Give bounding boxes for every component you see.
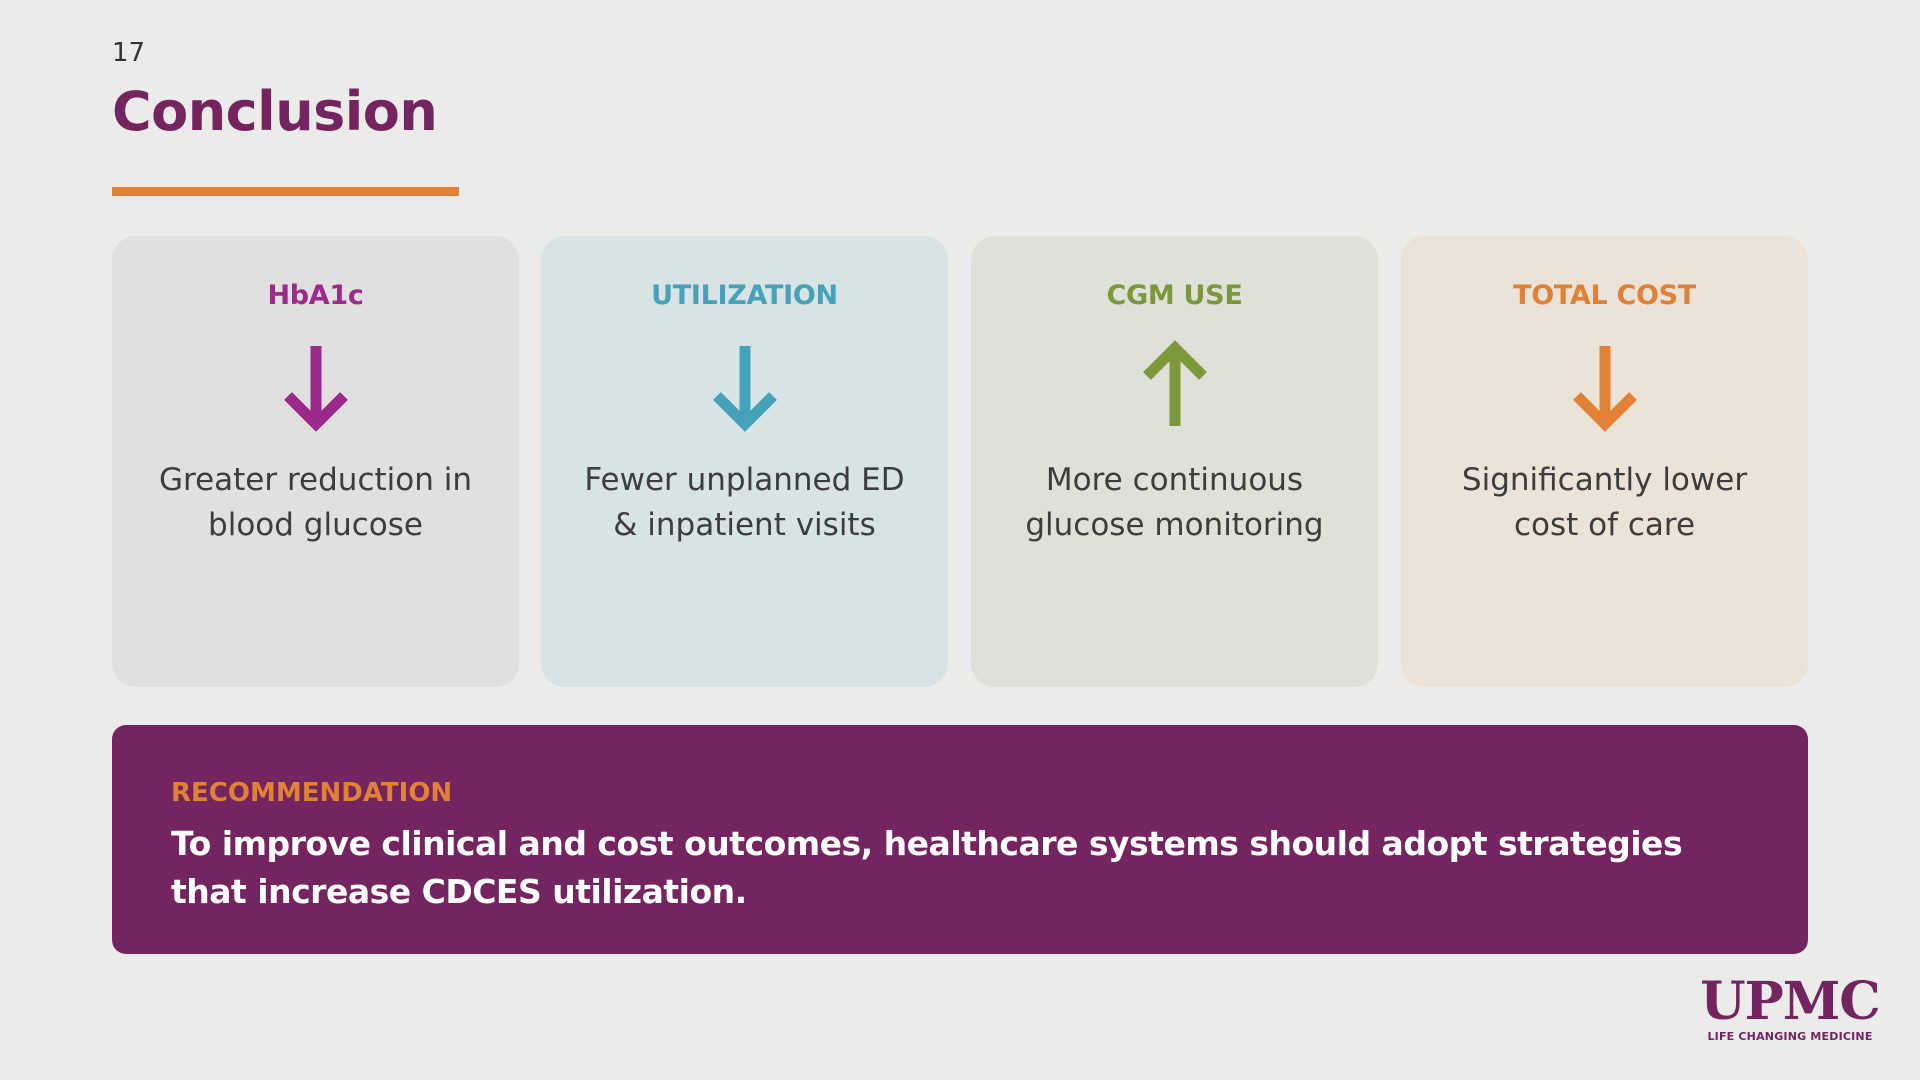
upmc-logo: UPMC LIFE CHANGING MEDICINE: [1700, 971, 1880, 1044]
card-text-line: Fewer unplanned ED: [584, 462, 905, 498]
arrow-down-icon: [283, 346, 348, 432]
title-underline: [112, 187, 459, 196]
card-text-line: glucose monitoring: [1025, 507, 1324, 543]
recommendation-label: RECOMMENDATION: [171, 778, 453, 808]
logo-tagline: LIFE CHANGING MEDICINE: [1707, 1030, 1873, 1043]
card-title: HbA1c: [267, 280, 364, 311]
page-title: Conclusion: [112, 80, 438, 143]
card-text-line: cost of care: [1513, 507, 1696, 543]
card-text-line: & inpatient visits: [613, 507, 876, 543]
card-title: UTILIZATION: [651, 280, 838, 311]
card-text-line: Greater reduction in: [159, 462, 472, 498]
arrow-up-icon: [1142, 340, 1207, 426]
card-total-cost: TOTAL COST Significantly lower cost of c…: [1401, 236, 1808, 687]
card-text: Greater reduction in blood glucose: [132, 458, 499, 548]
logo-wordmark: UPMC: [1700, 971, 1880, 1032]
arrow-down-icon: [1572, 346, 1637, 432]
card-title: TOTAL COST: [1513, 280, 1696, 311]
card-text-line: blood glucose: [208, 507, 423, 543]
card-utilization: UTILIZATION Fewer unplanned ED & inpatie…: [541, 236, 948, 687]
summary-cards: HbA1c Greater reduction in blood glucose…: [112, 236, 1808, 687]
card-text: Fewer unplanned ED & inpatient visits: [561, 458, 928, 548]
card-text-line: Significantly lower: [1461, 462, 1748, 498]
card-text: More continuous glucose monitoring: [991, 458, 1358, 548]
card-text: Significantly lower cost of care: [1421, 458, 1788, 548]
slide-number: 17: [112, 38, 146, 68]
card-text-line: More continuous: [1045, 462, 1304, 498]
card-hba1c: HbA1c Greater reduction in blood glucose: [112, 236, 519, 687]
card-title: CGM USE: [1106, 280, 1243, 311]
card-cgm-use: CGM USE More continuous glucose monitori…: [971, 236, 1378, 687]
recommendation-text: To improve clinical and cost outcomes, h…: [171, 824, 1683, 911]
recommendation-box: RECOMMENDATION To improve clinical and c…: [112, 725, 1808, 954]
arrow-down-icon: [712, 346, 777, 432]
